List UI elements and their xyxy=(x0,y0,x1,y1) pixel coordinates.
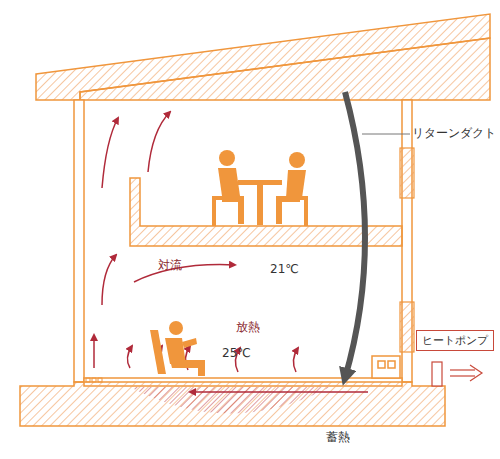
duct-label: リターンダクト xyxy=(412,126,496,140)
heat-storage xyxy=(130,387,330,414)
box-text: ヒートポンプ xyxy=(422,333,488,348)
outdoor-unit xyxy=(432,362,482,386)
convection-label: 対流 xyxy=(158,258,182,272)
storage-label: 蓄熱 xyxy=(326,430,350,444)
sitting-figure xyxy=(150,321,205,376)
indoor-unit xyxy=(372,356,400,378)
label-box: ヒートポンプ xyxy=(416,330,494,351)
floor-pipes xyxy=(86,378,102,382)
convection-arrow xyxy=(94,112,368,392)
structure xyxy=(20,14,490,426)
leader-line xyxy=(362,134,410,135)
return-duct xyxy=(345,92,365,378)
temperature-label: 25℃ xyxy=(222,346,251,360)
dining-figures xyxy=(212,150,308,226)
temperature-label: 21℃ xyxy=(270,262,299,276)
radiation-label: 放熱 xyxy=(236,320,260,334)
windows xyxy=(400,148,414,352)
